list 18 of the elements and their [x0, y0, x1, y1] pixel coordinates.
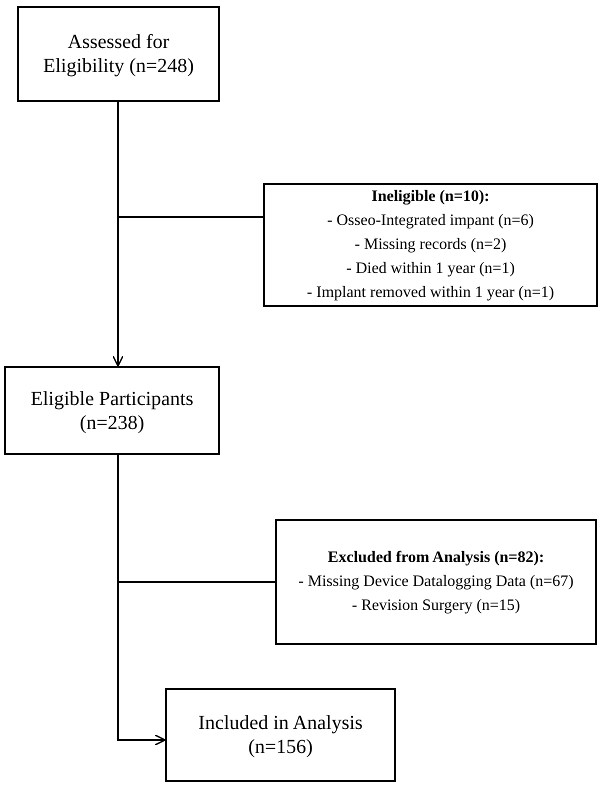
box-heading: Ineligible (n=10): [370, 187, 490, 207]
box-text: - Missing Device Datalogging Data (n=67) [297, 572, 575, 592]
box-text: Eligible Participants (n=238) [30, 386, 194, 434]
box-text: - Died within 1 year (n=1) [345, 259, 516, 279]
box-text: - Missing records (n=2) [354, 235, 508, 255]
flow-box [275, 519, 597, 645]
box-text: - Implant removed within 1 year (n=1) [306, 283, 556, 303]
flow-box [263, 183, 598, 307]
box-text: Assessed for Eligibility (n=248) [42, 30, 195, 78]
box-text: Included in Analysis (n=156) [197, 711, 364, 759]
box-text: - Osseo-Integrated impant (n=6) [326, 211, 535, 231]
connector-line [117, 455, 275, 583]
flow-box [165, 688, 396, 782]
box-text: - Revision Surgery (n=15) [350, 596, 522, 616]
flow-box [17, 6, 220, 102]
box-heading: Excluded from Analysis (n=82): [326, 548, 546, 568]
flow-box [4, 366, 220, 455]
connector-line [117, 102, 263, 218]
